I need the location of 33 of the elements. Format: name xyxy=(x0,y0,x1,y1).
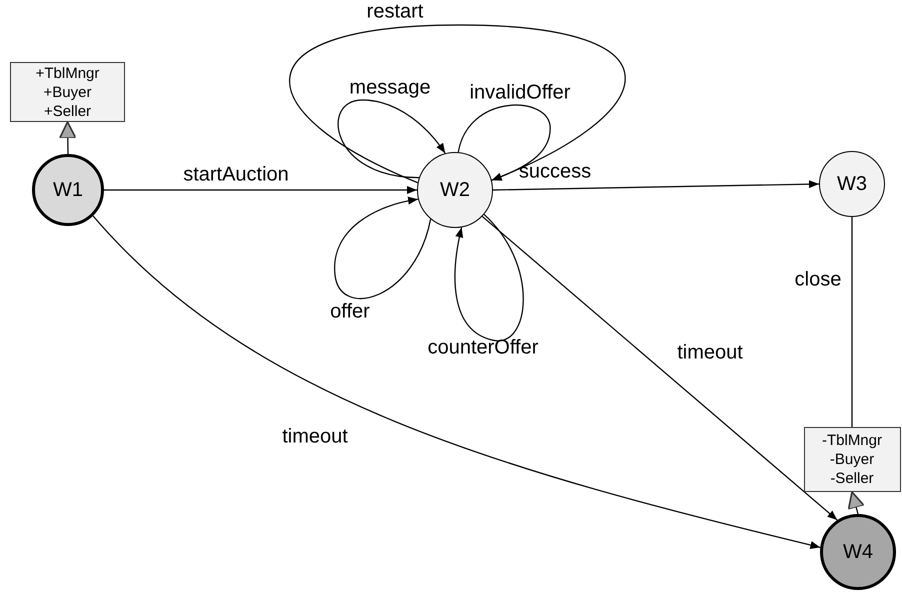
arrow xyxy=(338,99,446,178)
edge-label: timeout xyxy=(282,426,348,448)
edge-label: success xyxy=(518,160,592,184)
edge-label: counterOffer xyxy=(428,336,538,360)
edge-label: startAuction xyxy=(183,164,289,186)
state-label: W4 xyxy=(843,540,873,564)
arrow xyxy=(290,24,626,184)
note-text: +TblMngr xyxy=(36,64,100,82)
note-text: -Seller xyxy=(830,469,874,488)
edge-label: close xyxy=(794,268,842,292)
edge-label: restart xyxy=(366,0,424,24)
state-label: W3 xyxy=(837,172,867,196)
note-text: +Buyer xyxy=(44,82,92,102)
note-text: -TblMngr xyxy=(822,431,882,450)
arrow xyxy=(104,186,417,194)
arrow xyxy=(492,180,820,191)
note-box xyxy=(804,427,900,492)
note-text: +Seller xyxy=(44,102,92,120)
state-label: W2 xyxy=(440,178,470,202)
edge-label: invalidOffer xyxy=(470,82,570,104)
pointer-line xyxy=(58,121,77,154)
state-label: W1 xyxy=(53,178,83,202)
arrow xyxy=(334,196,432,299)
note-box xyxy=(10,62,125,122)
edge-label: timeout xyxy=(677,342,743,364)
note-text: -Buyer xyxy=(830,450,874,469)
arrow xyxy=(458,104,551,181)
arrow xyxy=(454,214,524,342)
pointer-line xyxy=(848,491,865,514)
edge-label: message xyxy=(349,76,431,100)
arrow xyxy=(92,215,820,549)
edge-label: offer xyxy=(330,300,370,324)
arrow xyxy=(482,216,838,521)
